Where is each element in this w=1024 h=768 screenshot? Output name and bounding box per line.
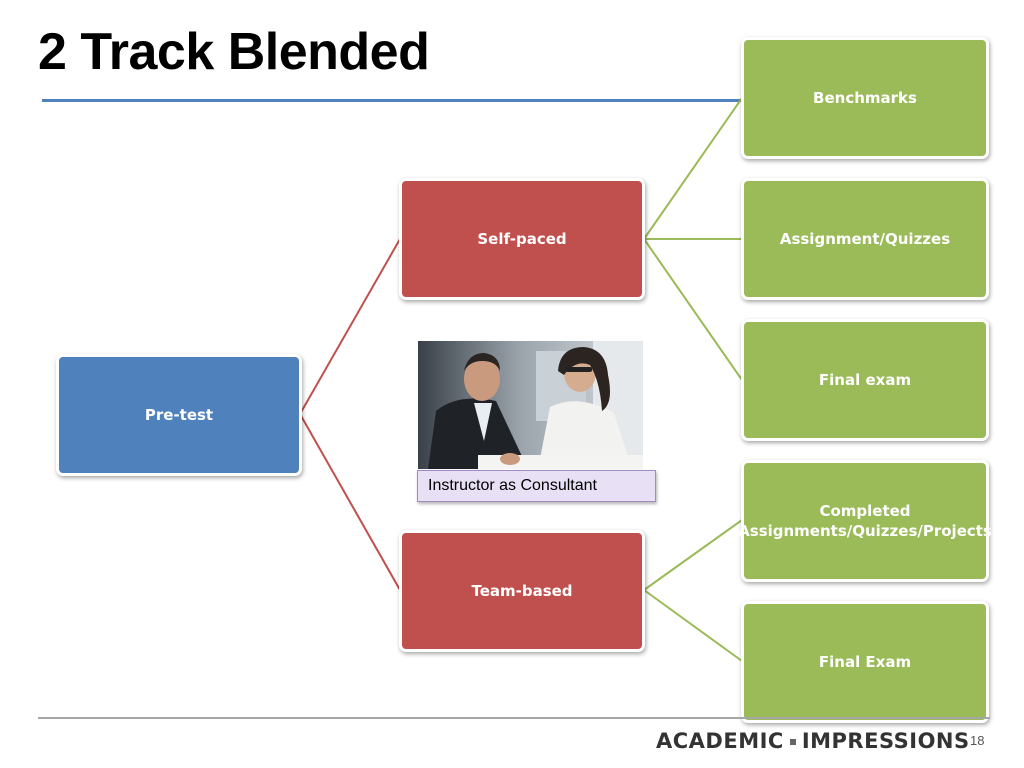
completed-assignments-box: Completed Assignments/Quizzes/Projects <box>738 460 992 582</box>
connector-selfpaced-finalexam <box>643 238 743 381</box>
connector-teambased-finalexam <box>643 589 743 662</box>
connector-pretest-selfpaced <box>299 238 401 415</box>
connector-teambased-completed <box>643 519 743 591</box>
connector-selfpaced-benchmarks <box>643 97 743 240</box>
logo-text-left: ACADEMIC <box>656 729 784 753</box>
self-paced-box: Self-paced <box>399 178 645 300</box>
logo-dot-icon <box>789 739 796 745</box>
academic-impressions-logo: ACADEMIC IMPRESSIONS <box>656 729 970 753</box>
people-photo-icon <box>418 341 643 469</box>
slide-title: 2 Track Blended <box>38 23 430 81</box>
assignment-quizzes-box: Assignment/Quizzes <box>741 178 989 300</box>
photo-caption: Instructor as Consultant <box>417 470 656 502</box>
footer-divider <box>38 717 990 719</box>
pretest-box: Pre-test <box>56 354 302 476</box>
final-exam-selfpaced-box: Final exam <box>741 319 989 441</box>
connector-pretest-teambased <box>299 413 401 591</box>
page-number: 18 <box>970 733 985 748</box>
team-based-box: Team-based <box>399 530 645 652</box>
logo-text-right: IMPRESSIONS <box>801 729 970 753</box>
benchmarks-box: Benchmarks <box>741 37 989 159</box>
final-exam-teambased-box: Final Exam <box>741 601 989 723</box>
title-underline <box>42 99 742 102</box>
